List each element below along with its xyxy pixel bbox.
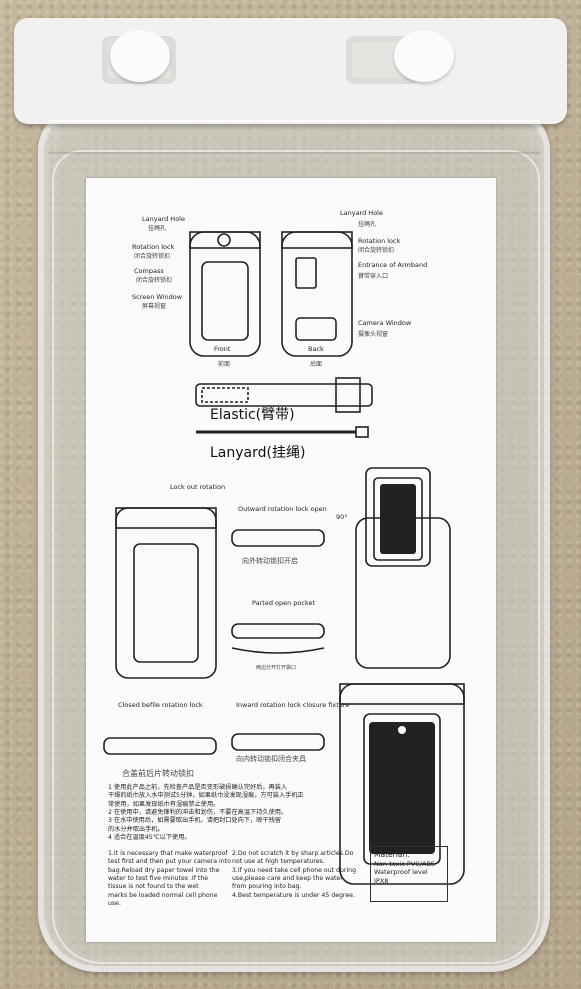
label-compass-zh: 闭合旋转锁扣 (136, 277, 173, 284)
en-note-line: 4.Best temperature is under 45 degree. (232, 891, 355, 899)
label-entrance-armband-zh: 臂带穿入口 (358, 273, 389, 280)
en-note-line: 3.If you need take cell phone out during (232, 866, 356, 874)
en-note-line: not use at high temperatures. (232, 858, 325, 866)
pouch-top-clip (14, 18, 567, 124)
en-notes-left: 1.It is necessary that make waterproof t… (108, 850, 236, 909)
label-lanyard-hole-left-zh: 挂绳孔 (148, 225, 167, 232)
label-lock-out-rotation: Lock out rotation (170, 483, 226, 491)
armband-entrance (295, 257, 317, 289)
material-line1: Non-toxic PVC/ABS (374, 859, 435, 868)
label-lanyard-hole-right-zh: 挂绳孔 (358, 221, 377, 228)
inward-clip (231, 733, 325, 751)
en-note-line: 2.Do not scratch it by sharp articles.Do (232, 850, 354, 857)
front-pouch-clip (189, 231, 261, 249)
zip-seal (48, 120, 540, 154)
material-title: Materiarl: (374, 850, 411, 859)
zh-note-line: 的水分并取出手机。 (108, 825, 164, 833)
en-notes-right: 2.Do not scratch it by sharp articles.Do… (232, 850, 356, 900)
label-compass: Compass (134, 267, 164, 275)
label-screen-window-zh: 屏幕视窗 (142, 303, 167, 310)
label-camera-window: Camera Window (358, 319, 412, 327)
zh-note-line: 3 在水中使用后，如需要取出手机，请把封口处向下，晾干残留 (108, 817, 281, 825)
label-lanyard: Lanyard(挂绳) (210, 445, 306, 461)
en-note-line: from pouring into bag. (232, 883, 302, 891)
instruction-diagrams (103, 231, 465, 885)
label-outward-rotation-zh: 向外转动锁扣开启 (242, 557, 298, 565)
label-camera-window-zh: 摄像头视窗 (358, 331, 389, 338)
en-note-line: test first and then put your camera into (108, 858, 231, 866)
parted-clip (231, 623, 325, 639)
front-screen-window (201, 261, 249, 341)
label-rotation-lock-left: Rotation lock (132, 243, 175, 251)
en-note-line: 1.It is necessary that make waterproof (108, 850, 228, 857)
back-camera-window (295, 317, 337, 341)
parted-opening (231, 647, 325, 654)
closed-befile-clip (103, 737, 217, 755)
final-phone-camera (398, 726, 406, 734)
zh-notes: 1 使用此产品之前，先检查产品是否变形破损确认完好后，再装入 干燥的纸巾放入水中… (108, 784, 468, 843)
label-front: Front (214, 345, 231, 353)
label-angle: 90° (336, 513, 348, 521)
label-lanyard-hole-right: Lanyard Hole (340, 209, 383, 217)
label-entrance-armband: Entrance of Armband (358, 261, 428, 269)
rotation-knob-left (110, 30, 170, 82)
label-elastic: Elastic(臂带) (210, 407, 295, 423)
label-screen-window: Screen Window (132, 293, 183, 301)
label-lanyard-hole-left: Lanyard Hole (142, 215, 185, 223)
lock-pouch-outline (115, 507, 217, 679)
elastic-buckle (335, 377, 361, 413)
zh-note-line: 2 在使用中，请避免锋利的冲击和划伤，不要在高温下持久使用。 (108, 809, 288, 817)
lock-pouch-clip (115, 507, 217, 529)
final-phone-screen (369, 722, 435, 854)
label-inward-rotation-zh: 向内转动锁扣闭合夹具 (236, 755, 306, 763)
lanyard-clip (355, 426, 369, 438)
label-front-zh: 前面 (218, 361, 231, 368)
label-rotation-lock-right-zh: 闭合旋转锁扣 (358, 247, 395, 254)
en-note-line: tissue is not found to the wet (108, 883, 199, 891)
label-back: Back (308, 345, 324, 353)
phone-insert (365, 467, 431, 567)
material-line2: Waterproof level IPX8 (374, 868, 428, 885)
en-note-line: bag.Reload dry paper towel into the (108, 866, 220, 874)
zh-note-line: 干燥的纸巾放入水中测试5分钟，如果纸巾没发现湿痕，方可装入手机正 (108, 792, 304, 800)
en-note-line: water to test five minutes .If the (108, 875, 209, 883)
front-compass (217, 233, 231, 247)
zh-note-line: 4 适合在温度45℃以下使用。 (108, 834, 191, 842)
en-note-line: marks be loaded normal cell phone (108, 891, 218, 899)
lock-pouch-window (133, 543, 199, 663)
material-box: Materiarl: Non-toxic PVC/ABS Waterproof … (370, 846, 448, 902)
label-outward-rotation: Outward rotation lock open (238, 505, 327, 513)
phone-screen (373, 477, 423, 561)
zh-note-line: 常使用，如果发现纸巾有湿痕禁止使用。 (108, 800, 220, 808)
back-pouch-clip (281, 231, 353, 249)
label-back-zh: 后面 (310, 361, 323, 368)
en-note-line: use. (108, 900, 121, 908)
final-phone (363, 713, 441, 865)
label-parted-open-zh: 两边分开打开袋口 (256, 665, 297, 671)
pouch-inner-seam (52, 150, 540, 964)
en-note-line: use,please care and keep the water (232, 875, 343, 883)
instruction-sheet: Lanyard Hole 挂绳孔 Rotation lock 闭合旋转锁扣 Co… (86, 178, 496, 942)
label-rotation-lock-right: Rotation lock (358, 237, 401, 245)
elastic-band (195, 383, 373, 407)
label-rotation-lock-left-zh: 闭合旋转锁扣 (134, 253, 171, 260)
label-inward-rotation: Inward rotation lock closure fixture (236, 701, 350, 709)
back-pouch-outline (281, 231, 353, 357)
rotation-knob-right (394, 30, 454, 82)
final-pouch-clip (339, 683, 465, 705)
label-closed-befile-zh: 合盖前后片转动锁扣 (122, 769, 194, 778)
phone-insert-screen (380, 484, 416, 554)
front-pouch-outline (189, 231, 261, 357)
zh-note-line: 1 使用此产品之前，先检查产品是否变形破损确认完好后，再装入 (108, 784, 288, 791)
outward-clip (231, 529, 325, 547)
label-parted-open: Parted open pocket (252, 599, 316, 607)
label-closed-befile: Closed befile rotation lock (118, 701, 203, 709)
elastic-velcro (201, 387, 249, 403)
